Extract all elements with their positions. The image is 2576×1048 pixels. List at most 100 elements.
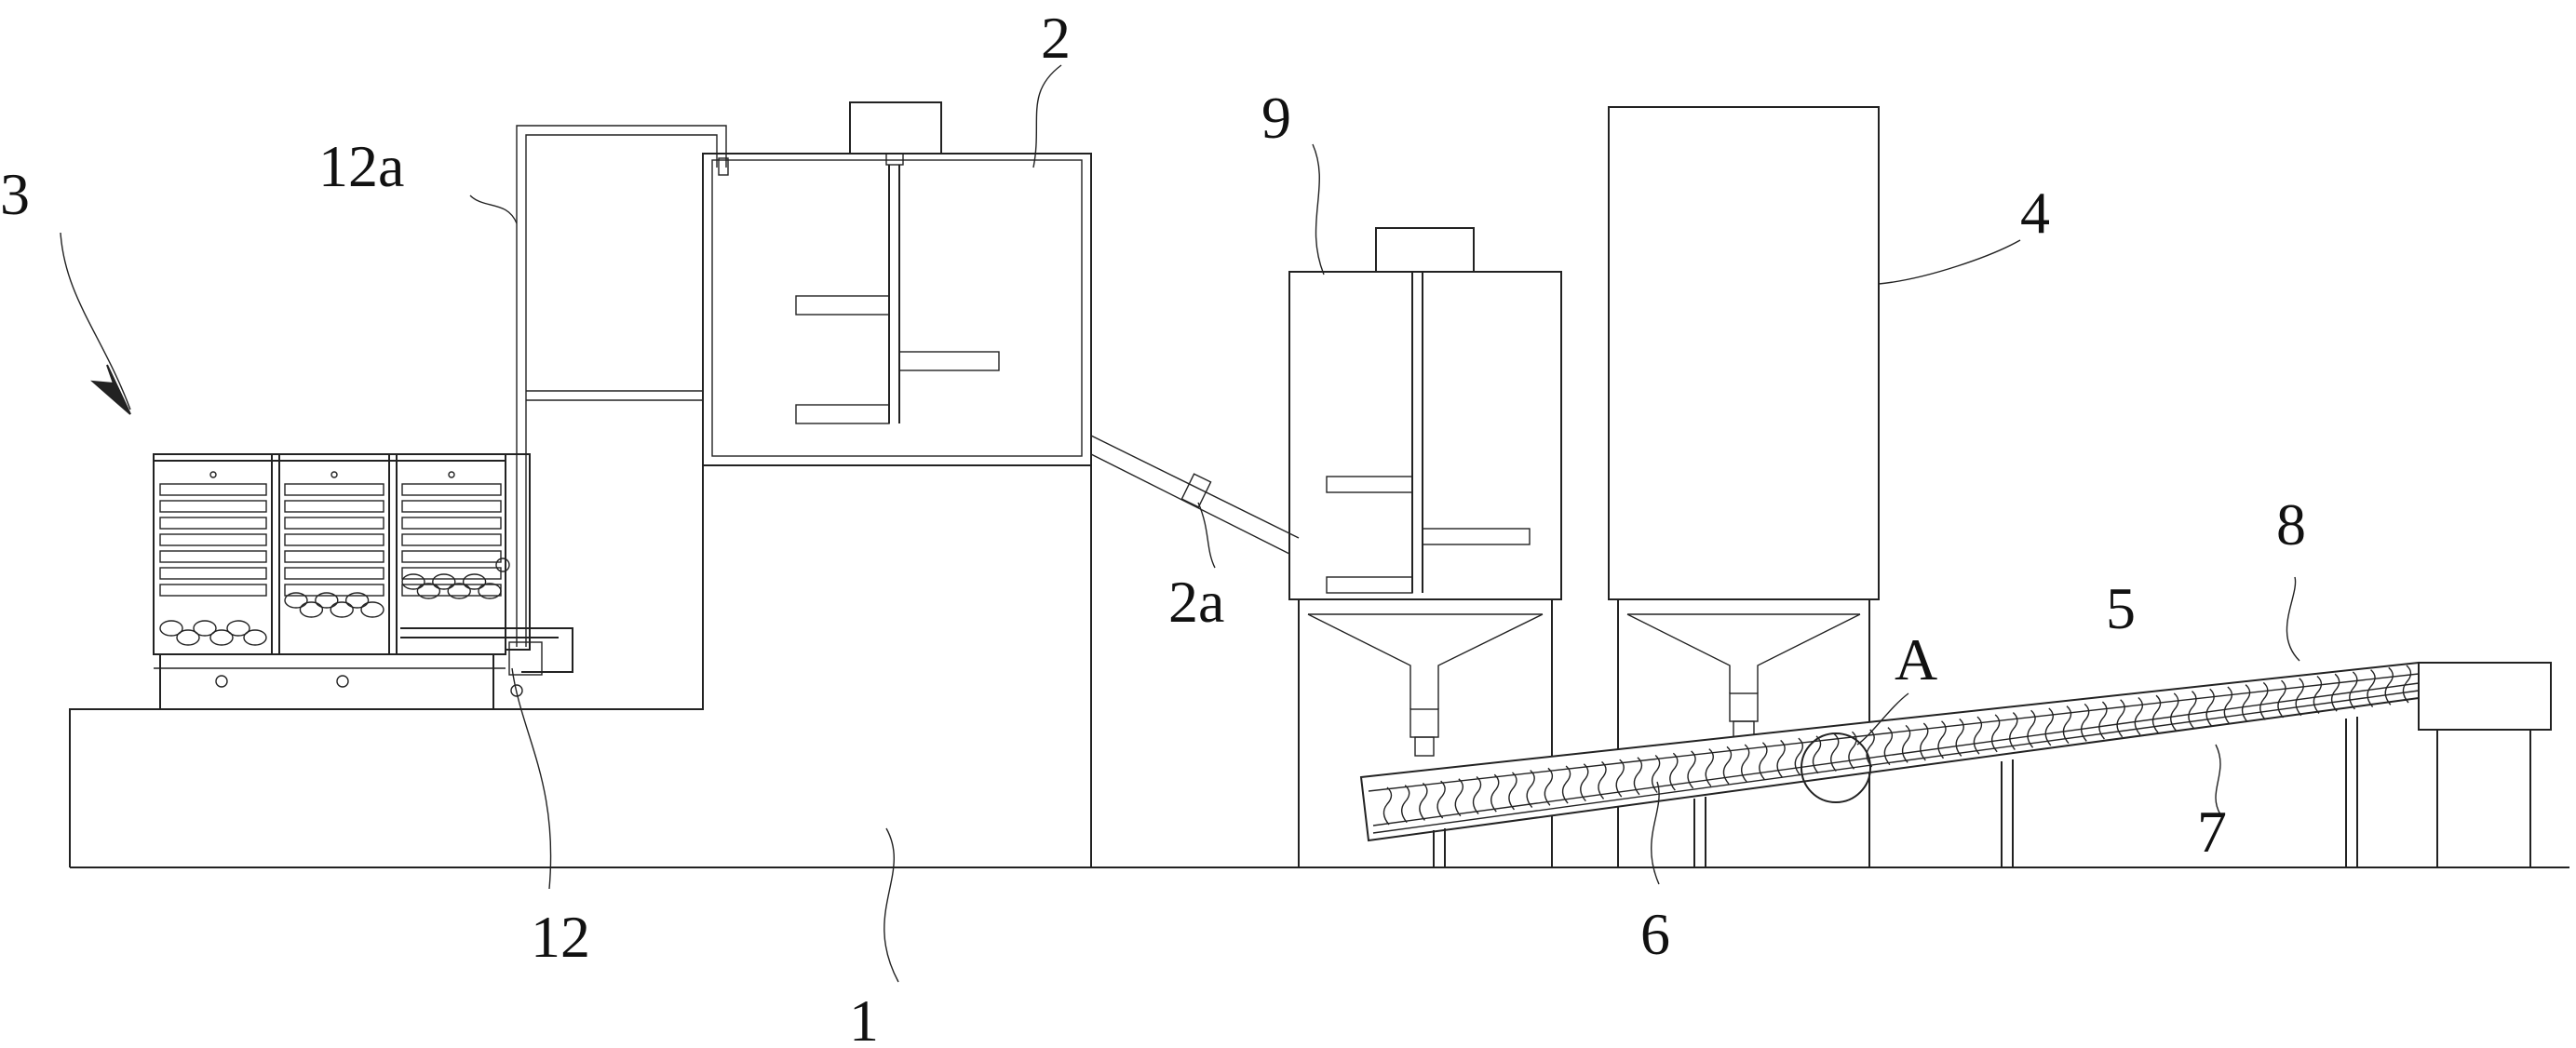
screw-flight (1955, 718, 1964, 757)
screw-flights (1382, 665, 2412, 826)
screen-slat (284, 567, 384, 580)
screen-slat (401, 550, 502, 563)
screen-slat (159, 584, 267, 597)
screen-slat (284, 500, 384, 513)
screw-flight (1705, 748, 1714, 787)
screw-flight (1526, 770, 1535, 809)
screw-flight (1990, 714, 2001, 753)
arrow-icon (60, 232, 131, 410)
screen-slat (159, 517, 267, 530)
label-secondary-tank: 9 (1261, 85, 1291, 151)
screw-flight (2367, 669, 2376, 708)
stone (209, 629, 234, 646)
screw-flight (1454, 778, 1464, 817)
screw-flight (1580, 763, 1589, 802)
stone (416, 583, 441, 599)
mixing-tank (702, 101, 1092, 466)
screw-flight (1794, 737, 1804, 776)
stone (432, 573, 456, 590)
base-platform (69, 464, 1092, 867)
screw-flight (2081, 703, 2090, 742)
screw-flight (1937, 720, 1947, 759)
reference-labels: 1 2 2a 3 4 5 6 7 8 9 12 12a A (0, 5, 2306, 1048)
screen-slats (159, 471, 502, 597)
screw-flight (2151, 694, 2162, 733)
screw-flight (2277, 679, 2286, 719)
stone (447, 583, 471, 599)
screw-flight (1741, 744, 1750, 783)
screw-flight (2134, 696, 2144, 735)
label-screw-shaft: 7 (2197, 799, 2227, 865)
screen-slat (159, 550, 267, 563)
screw-flight (2116, 699, 2125, 738)
screen-slat (284, 550, 384, 563)
outlet-box (2418, 662, 2552, 867)
screw-flight (1830, 733, 1840, 772)
screen-bolt (209, 471, 217, 478)
screw-flight (1759, 742, 1768, 781)
screen-slat (401, 517, 502, 530)
stone (193, 620, 217, 637)
screw-flight (2062, 705, 2072, 745)
screen-slat (401, 567, 502, 580)
screw-flight (2330, 673, 2340, 712)
screen-slat (159, 483, 267, 496)
screen-slat (401, 533, 502, 546)
label-silo: 4 (2020, 180, 2050, 246)
screw-flight (2259, 681, 2269, 720)
stone (344, 592, 370, 609)
screen-slat (401, 483, 502, 496)
label-water-tank: 12 (531, 904, 590, 970)
screw-flight (2044, 707, 2054, 746)
stone (401, 573, 425, 590)
screw-flight (1472, 775, 1482, 814)
screw-flight (1901, 724, 1911, 763)
screen-slat (284, 584, 384, 597)
screen-bolt (330, 471, 338, 478)
screw-flight (1866, 729, 1875, 768)
screw-flight (2188, 691, 2197, 730)
stone (159, 620, 183, 637)
screw-flight (2009, 712, 2018, 751)
screen-slat (159, 567, 267, 580)
screen-slat (159, 533, 267, 546)
screw-flight (1973, 716, 1983, 755)
screen-slat (284, 483, 384, 496)
screw-flight (1920, 722, 1929, 761)
screw-flight (1669, 752, 1679, 791)
stone (176, 629, 200, 646)
screw-flight (2027, 709, 2036, 748)
screw-flight (1687, 750, 1696, 789)
stone (315, 592, 339, 609)
screw-flight (2098, 701, 2108, 740)
leader-lines (60, 64, 2300, 983)
stone (243, 629, 267, 646)
label-detail-a: A (1895, 626, 1937, 692)
screw-flight (1401, 785, 1410, 824)
screw-flight (2241, 684, 2251, 723)
screw-flight (2223, 686, 2233, 725)
screw-flight (2295, 678, 2304, 717)
screw-flight (1883, 727, 1894, 766)
screen-slat (284, 517, 384, 530)
screw-flight (2349, 671, 2358, 710)
screw-flight (1848, 731, 1857, 770)
screw-flight (1651, 755, 1661, 793)
screw-flight (1812, 735, 1822, 774)
screen-slat (401, 500, 502, 513)
label-mixing-tank-pipe: 2a (1168, 569, 1224, 635)
screw-flight (1633, 757, 1643, 796)
screw-flight (2402, 665, 2412, 704)
stone (330, 601, 354, 618)
screen-slat (284, 533, 384, 546)
screw-flight (2205, 688, 2215, 727)
screw-flight (1508, 772, 1517, 811)
screw-flight (1544, 767, 1554, 806)
label-screening-unit: 3 (0, 161, 30, 227)
label-water-pipe: 12a (318, 133, 404, 199)
screw-flight (1722, 746, 1733, 785)
screw-flight (1419, 782, 1428, 821)
inclined-screw-conveyor (1359, 661, 2420, 867)
secondary-tank (1288, 227, 1562, 867)
mixing-tank-discharge-pipe (1090, 435, 1300, 555)
